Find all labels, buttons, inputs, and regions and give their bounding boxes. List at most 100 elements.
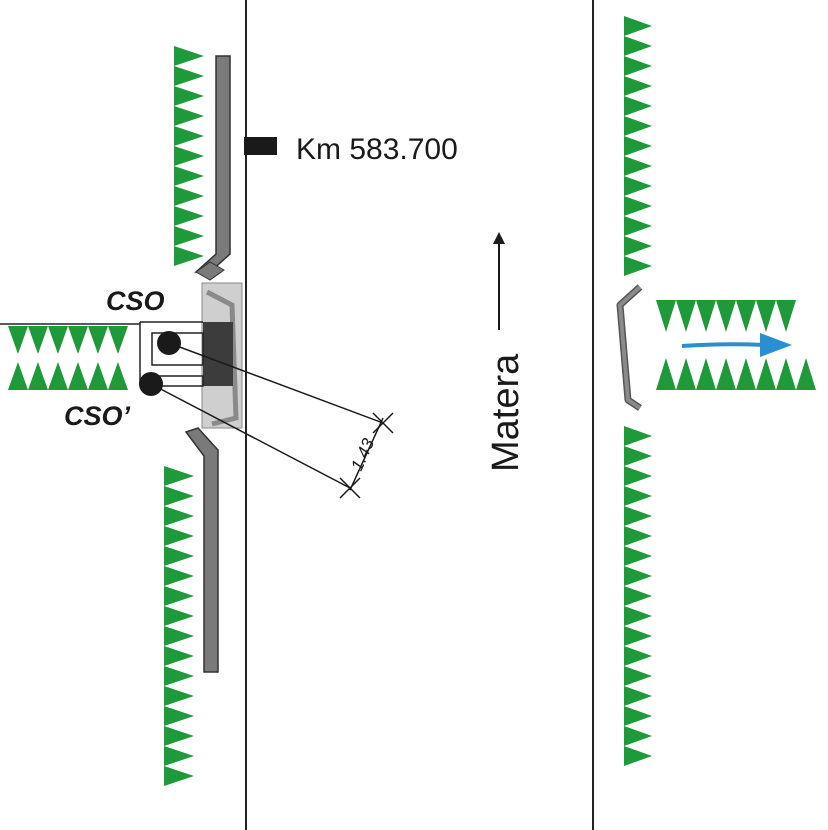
vegetation-triangle	[756, 358, 776, 390]
dimension-label: 1.43	[347, 435, 378, 473]
vegetation-triangle	[174, 86, 204, 106]
vegetation-triangle	[624, 706, 652, 726]
vegetation-triangle	[174, 166, 204, 186]
vegetation-triangle	[696, 358, 716, 390]
vegetation-triangle	[88, 362, 108, 390]
vegetation-triangle	[624, 626, 652, 646]
station-rail	[205, 289, 239, 427]
vegetation-triangle	[624, 76, 652, 96]
vegetation-triangle	[796, 358, 816, 390]
guard-rail-left-upper-tip	[195, 261, 225, 281]
vegetation-right-channel	[656, 300, 816, 390]
vegetation-triangle	[164, 526, 194, 546]
vegetation-triangle	[174, 46, 204, 66]
vegetation-triangle	[164, 726, 194, 746]
km-post-icon	[244, 137, 277, 155]
vegetation-triangle	[676, 358, 696, 390]
arrow-right-icon	[681, 342, 766, 348]
vegetation-triangle	[624, 506, 652, 526]
vegetation-triangle	[174, 66, 204, 86]
vegetation-triangle	[68, 326, 88, 354]
vegetation-left-strip	[8, 326, 128, 390]
vegetation-triangle	[174, 106, 204, 126]
vegetation-triangle	[28, 326, 48, 354]
vegetation-right-bottom	[624, 426, 652, 766]
vegetation-triangle	[8, 326, 28, 354]
dimension-line	[349, 417, 384, 491]
vegetation-triangle	[164, 606, 194, 626]
vegetation-triangle	[696, 300, 716, 332]
vegetation-triangle	[624, 586, 652, 606]
vegetation-triangle	[164, 706, 194, 726]
vegetation-triangle	[656, 358, 676, 390]
vegetation-triangle	[624, 566, 652, 586]
vegetation-triangle	[48, 362, 68, 390]
cso-label: CSO	[106, 286, 165, 316]
vegetation-right-top	[624, 16, 652, 276]
vegetation-triangle	[624, 16, 652, 36]
vegetation-triangle	[164, 686, 194, 706]
vegetation-triangle	[624, 176, 652, 196]
dimension-tick-top	[372, 412, 394, 434]
distance-line-cso	[168, 342, 384, 424]
guard-rail-left-upper	[194, 55, 231, 273]
vegetation-triangle	[88, 326, 108, 354]
vegetation-triangle	[624, 526, 652, 546]
vegetation-triangle	[624, 666, 652, 686]
dimension-tick-bottom	[339, 477, 361, 499]
vegetation-triangle	[624, 116, 652, 136]
vegetation-triangle	[624, 746, 652, 766]
vegetation-triangle	[174, 246, 204, 266]
vegetation-triangle	[174, 126, 204, 146]
vegetation-triangle	[624, 726, 652, 746]
vegetation-triangle	[624, 56, 652, 76]
vegetation-triangle	[68, 362, 88, 390]
vegetation-triangle	[716, 358, 736, 390]
vegetation-triangle	[164, 566, 194, 586]
vegetation-triangle	[174, 186, 204, 206]
vegetation-triangle	[776, 300, 796, 332]
vegetation-triangle	[624, 216, 652, 236]
vegetation-triangle	[174, 146, 204, 166]
vegetation-triangle	[624, 136, 652, 156]
vegetation-triangle	[624, 546, 652, 566]
km-marker-label: Km 583.700	[296, 133, 458, 166]
vegetation-triangle	[624, 256, 652, 276]
vegetation-triangle	[624, 426, 652, 446]
vegetation-triangle	[624, 606, 652, 626]
vegetation-triangle	[164, 506, 194, 526]
vegetation-left-top	[174, 46, 204, 266]
vegetation-triangle	[624, 486, 652, 506]
vegetation-triangle	[164, 586, 194, 606]
vegetation-triangle	[624, 236, 652, 256]
vegetation-triangle	[676, 300, 696, 332]
vegetation-triangle	[164, 626, 194, 646]
station-equipment-upper	[203, 322, 233, 368]
vegetation-triangle	[174, 226, 204, 246]
vegetation-left-bottom	[164, 466, 194, 786]
vegetation-triangle	[624, 156, 652, 176]
vegetation-triangle	[656, 300, 676, 332]
cso-prime-label: CSO’	[64, 401, 131, 431]
vegetation-triangle	[716, 300, 736, 332]
vegetation-triangle	[624, 686, 652, 706]
connector-frame-upper	[151, 332, 204, 366]
vegetation-triangle	[8, 362, 28, 390]
distance-line-cso-prime	[150, 383, 351, 489]
station-equipment-lower	[203, 368, 233, 386]
vegetation-triangle	[624, 36, 652, 56]
guard-rail-right-bracket-inner	[618, 285, 642, 410]
guard-rail-left-lower	[184, 427, 219, 673]
vegetation-triangle	[624, 466, 652, 486]
vegetation-triangle	[164, 546, 194, 566]
vegetation-triangle	[776, 358, 796, 390]
vegetation-triangle	[164, 646, 194, 666]
vegetation-triangle	[108, 362, 128, 390]
vegetation-triangle	[164, 486, 194, 506]
vegetation-triangle	[48, 326, 68, 354]
vegetation-triangle	[624, 446, 652, 466]
arrow-right-head	[760, 333, 792, 357]
vegetation-triangle	[174, 206, 204, 226]
vegetation-triangle	[164, 466, 194, 486]
